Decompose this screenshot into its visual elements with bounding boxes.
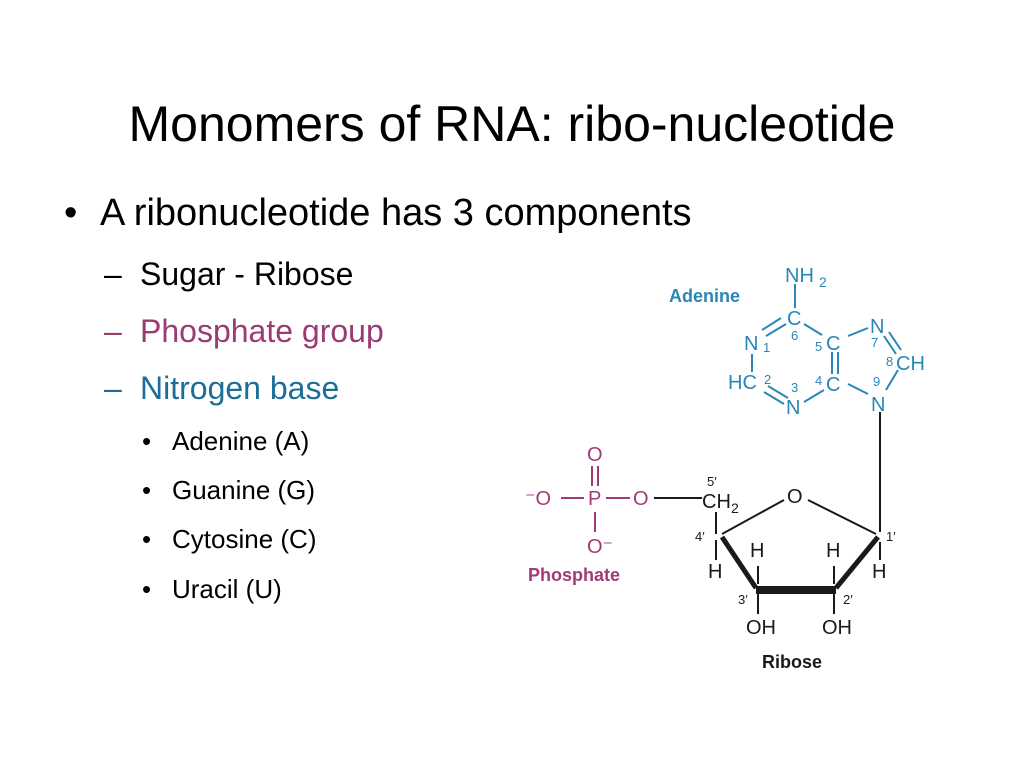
num-c6: 6 (791, 328, 798, 343)
atom-h-c2: H (826, 540, 840, 562)
num-c1-prime: 1′ (886, 529, 896, 544)
base-item-guanine: • Guanine (G) (142, 474, 315, 506)
phosphate-label: Phosphate (528, 565, 620, 585)
base-item-uracil: • Uracil (U) (142, 573, 282, 605)
num-n9: 9 (873, 374, 880, 389)
base-item-text: Guanine (G) (172, 475, 316, 505)
ribose-numbers: 5′ 4′ 3′ 2′ 1′ (695, 474, 896, 607)
atom-c4: C (826, 374, 840, 396)
adenine-atoms: NH 2 C N C N CH HC C N N (728, 265, 925, 419)
dash-symbol: – (104, 370, 122, 406)
ribose-atoms: CH 2 O H H H H OH OH (702, 486, 886, 639)
atom-oh-3: OH (746, 617, 776, 639)
atom-c5: C (826, 333, 840, 355)
atom-n7: N (870, 316, 884, 338)
dash-symbol: – (104, 313, 122, 349)
sub-item-phosphate: –Phosphate group (104, 311, 384, 351)
atom-p: P (588, 488, 601, 510)
adenine-base (751, 284, 902, 532)
atom-h-c4: H (708, 561, 722, 583)
num-c4: 4 (815, 373, 822, 388)
base-item-text: Uracil (U) (172, 574, 282, 604)
bullet-symbol: • (142, 524, 152, 554)
num-c2-prime: 2′ (843, 592, 853, 607)
atom-p-o-bottom: O⁻ (587, 536, 613, 558)
num-c2: 2 (764, 372, 771, 387)
atom-p-o-left: ⁻O (525, 488, 551, 510)
ribose-label: Ribose (762, 652, 822, 672)
atom-n1: N (744, 333, 758, 355)
sub-item-text: Sugar - Ribose (140, 256, 354, 292)
num-c3-prime: 3′ (738, 592, 748, 607)
atom-ch2-subscript: 2 (731, 500, 739, 516)
dash-symbol: – (104, 256, 122, 292)
atom-ring-o: O (787, 486, 803, 508)
base-item-text: Adenine (A) (172, 426, 310, 456)
atom-n9: N (871, 394, 885, 416)
num-c5: 5 (815, 339, 822, 354)
bullet-main-text: A ribonucleotide has 3 components (100, 192, 692, 234)
base-item-adenine: • Adenine (A) (142, 425, 309, 457)
bullet-symbol: • (64, 192, 78, 234)
sub-item-text: Nitrogen base (140, 370, 340, 406)
bullet-symbol: • (142, 426, 152, 456)
atom-c6: C (787, 308, 801, 330)
base-item-text: Cytosine (C) (172, 524, 317, 554)
num-n1: 1 (763, 340, 770, 355)
atom-p-o-top: O (587, 444, 603, 466)
num-n7: 7 (871, 335, 878, 350)
num-c5-prime: 5′ (707, 474, 717, 489)
sub-item-base: –Nitrogen base (104, 368, 339, 408)
phosphate-group (561, 466, 630, 532)
bullet-symbol: • (142, 574, 152, 604)
num-c4-prime: 4′ (695, 529, 705, 544)
sub-item-sugar: –Sugar - Ribose (104, 254, 353, 294)
num-n3: 3 (791, 380, 798, 395)
atom-c8h: CH (896, 353, 925, 375)
atom-hc2: HC (728, 372, 757, 394)
atom-h-c3: H (750, 540, 764, 562)
bullet-symbol: • (142, 475, 152, 505)
num-c8: 8 (886, 354, 893, 369)
atom-nh2: NH (785, 265, 814, 287)
atom-n3: N (786, 397, 800, 419)
sub-item-text: Phosphate group (140, 313, 384, 349)
bullet-main: • A ribonucleotide has 3 components (64, 190, 692, 236)
atom-ch2: CH (702, 491, 731, 513)
atom-p-o-right: O (633, 488, 649, 510)
adenine-label: Adenine (669, 286, 740, 306)
ribose-ring (715, 499, 881, 614)
slide-title: Monomers of RNA: ribo-nucleotide (128, 96, 896, 152)
phosphate-atoms: O ⁻O P O O⁻ (525, 444, 649, 558)
atom-h-c1: H (872, 561, 886, 583)
atom-nh2-subscript: 2 (819, 274, 827, 290)
adenine-numbers: 1 6 5 7 8 2 3 4 9 (763, 328, 893, 395)
base-item-cytosine: • Cytosine (C) (142, 523, 316, 555)
atom-oh-2: OH (822, 617, 852, 639)
